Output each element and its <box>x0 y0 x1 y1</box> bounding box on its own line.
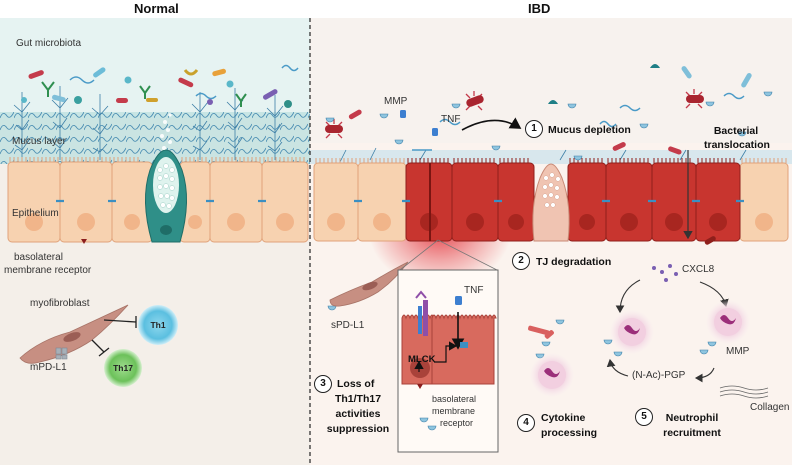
ibd-panel-title: IBD <box>528 1 551 16</box>
mucus-layer-label: Mucus layer <box>12 136 66 147</box>
step-4-number: 4 <box>517 414 535 432</box>
lumen-normal <box>0 18 310 118</box>
basolateral-receptor-label-1: basolateral <box>14 252 63 263</box>
arrow-mucus-depletion <box>461 117 522 131</box>
th17-cell <box>104 349 142 387</box>
mlck-label: MLCK <box>408 354 436 365</box>
residual-mucin <box>339 147 747 163</box>
bacterial-translocation-label-2: translocation <box>704 139 770 151</box>
ibd-epithelium <box>313 158 789 242</box>
nacpgp-label: (N-Ac)-PGP <box>632 370 686 381</box>
myofibroblast-normal <box>19 304 129 364</box>
step-4-label-2: processing <box>541 427 598 439</box>
inset-receptor-label-3: receptor <box>440 418 474 428</box>
collagen-label: Collagen <box>750 402 790 413</box>
mpdl1-label: mPD-L1 <box>30 362 67 373</box>
step-3-label-1: Loss of <box>337 378 375 390</box>
neutrophil-cycle <box>606 279 750 383</box>
step-3-label-2: Th1/Th17 <box>334 393 382 405</box>
normal-panel-title: Normal <box>134 1 179 16</box>
basolateral-receptor-label-2: membrane receptor <box>4 265 92 276</box>
lumen-ibd <box>310 18 792 143</box>
step-3-label-3: activities <box>335 408 381 420</box>
step-5-number: 5 <box>635 408 653 426</box>
inset-box <box>397 239 499 453</box>
cytokine-cell <box>528 325 574 397</box>
cxcl8-label: CXCL8 <box>682 264 715 275</box>
bacterial-translocation-label-1: Bacterial <box>713 125 759 137</box>
basolateral-receptor-marker <box>81 239 87 244</box>
collagen-fibers <box>719 385 769 399</box>
step-4-label-1: Cytokine <box>541 412 586 424</box>
molecules <box>325 91 773 359</box>
th1-label: Th1 <box>150 320 166 330</box>
epithelium-label: Epithelium <box>12 208 59 219</box>
inhibit-th17-line <box>91 339 110 357</box>
mucus-layer-ibd <box>310 150 792 164</box>
normal-epithelium <box>7 157 309 243</box>
goblet-cell-ibd <box>532 163 570 242</box>
gut-microbiota-ibd <box>325 64 752 245</box>
tnf-molecule-2 <box>432 128 438 136</box>
step-5-label-1: Neutrophil <box>665 412 719 424</box>
step-1-number: 1 <box>525 120 543 138</box>
inset-receptor-label-2: membrane <box>432 406 476 416</box>
step-2-label: TJ degradation <box>536 256 612 268</box>
gut-microbiota-normal <box>21 64 299 108</box>
step-5-label-2: recruitment <box>663 427 721 439</box>
inset-receptor-label-1: basolateral <box>432 394 477 404</box>
tnf-label: TNF <box>441 114 461 125</box>
mucus-strands <box>0 112 310 164</box>
spdl1-label: sPD-L1 <box>331 320 365 331</box>
mmp-neutrophil-label: MMP <box>726 346 750 357</box>
goblet-cell-normal <box>144 113 188 243</box>
inhibit-th1-line <box>103 316 137 328</box>
tnf-molecule <box>400 110 406 118</box>
myofibroblast-ibd <box>329 261 409 307</box>
th1-cell <box>138 305 178 345</box>
mucin-fibers <box>13 86 284 160</box>
step-3-label-4: suppression <box>326 423 390 435</box>
step-1-label: Mucus depletion <box>548 124 631 136</box>
inset-tnf-label: TNF <box>464 285 484 296</box>
myofibroblast-label: myofibroblast <box>30 298 90 309</box>
cxcl8-dots <box>652 264 678 282</box>
th17-label: Th17 <box>113 363 133 373</box>
step-3-number: 3 <box>314 375 332 393</box>
mmp-label: MMP <box>384 96 408 107</box>
step-2-number: 2 <box>512 252 530 270</box>
gut-microbiota-label: Gut microbiota <box>16 38 82 49</box>
